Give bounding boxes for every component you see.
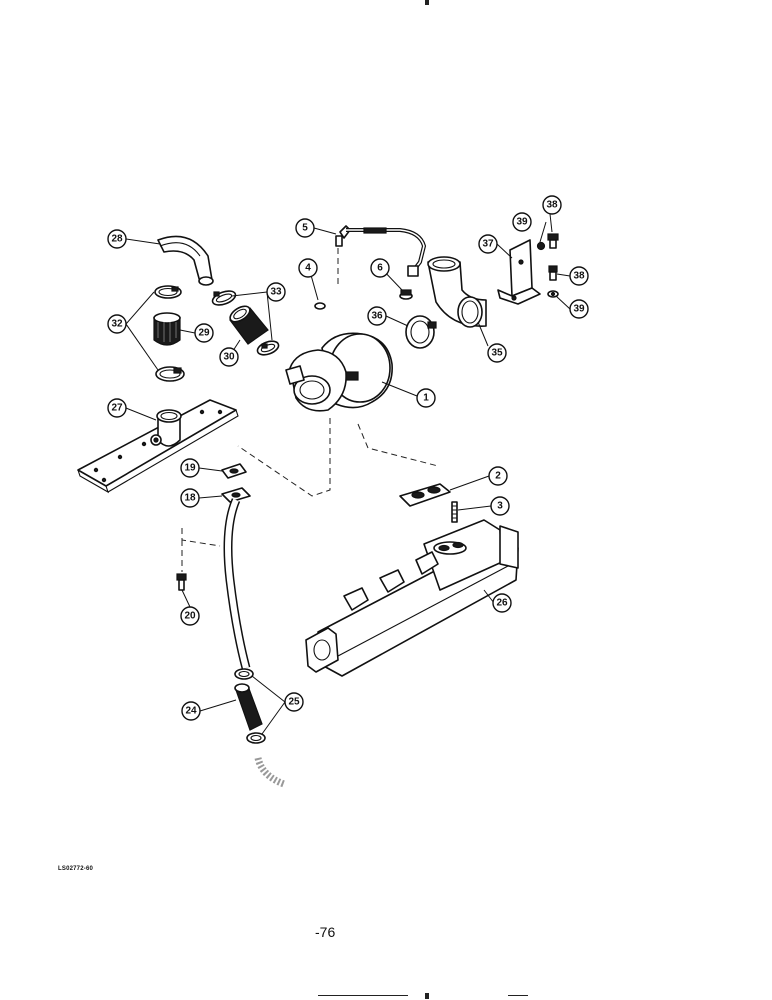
callout-27: 27	[107, 398, 127, 418]
hose-clamp-25b	[246, 732, 266, 744]
callout-28-label: 28	[111, 234, 123, 245]
bolt-20	[176, 573, 187, 591]
callout-29-label: 29	[198, 328, 210, 339]
callout-1-label: 1	[423, 393, 429, 404]
callout-33: 33	[266, 282, 286, 302]
turbocharger	[285, 332, 393, 412]
callout-36: 36	[367, 306, 387, 326]
callout-39b-label: 39	[573, 304, 585, 315]
alignment-lines	[181, 238, 439, 572]
callout-39a: 39	[512, 212, 532, 232]
callout-4: 4	[298, 258, 318, 278]
callout-33-label: 33	[270, 287, 282, 298]
coupling-sleeve	[153, 312, 181, 346]
callout-1: 1	[416, 388, 436, 408]
callout-5-label: 5	[302, 223, 308, 234]
callout-39a-label: 39	[516, 217, 528, 228]
callout-3-label: 3	[497, 501, 503, 512]
drain-hose	[234, 683, 263, 731]
callout-35-label: 35	[491, 348, 503, 359]
callout-32-label: 32	[111, 319, 123, 330]
callout-38b-label: 38	[573, 271, 585, 282]
hose-continuation	[254, 757, 286, 788]
callout-38b: 38	[569, 266, 589, 286]
callout-38a-label: 38	[546, 200, 558, 211]
callout-18-label: 18	[184, 493, 196, 504]
callout-36-label: 36	[371, 311, 383, 322]
v-band-clamp	[405, 315, 437, 349]
callout-24: 24	[181, 701, 201, 721]
hose	[229, 305, 269, 345]
exhaust-elbow	[427, 256, 487, 328]
callout-2: 2	[488, 466, 508, 486]
hose-clamp-lower	[155, 366, 185, 382]
callout-6-label: 6	[377, 263, 383, 274]
callout-39b: 39	[569, 299, 589, 319]
stud	[451, 501, 458, 523]
callout-2-label: 2	[495, 471, 501, 482]
callout-6: 6	[370, 258, 390, 278]
oil-drain-tube	[221, 487, 251, 670]
callout-32: 32	[107, 314, 127, 334]
callout-24-label: 24	[185, 706, 197, 717]
callout-20: 20	[180, 606, 200, 626]
intake-manifold	[77, 399, 239, 494]
washer	[314, 302, 326, 310]
scan-mark-bottom-line	[318, 995, 408, 996]
hose-clamp-25a	[234, 668, 254, 680]
callout-3: 3	[490, 496, 510, 516]
scan-mark-bottom	[425, 993, 429, 999]
callout-37-label: 37	[482, 239, 494, 250]
callout-27-label: 27	[111, 403, 123, 414]
fitting	[399, 289, 413, 300]
bolt-38b	[548, 265, 558, 281]
callout-30-label: 30	[223, 352, 235, 363]
hose-clamp-upper	[154, 285, 182, 299]
oil-supply-line	[335, 225, 427, 277]
callout-20-label: 20	[184, 611, 196, 622]
hose-clamp-33a	[211, 290, 237, 306]
callout-25-label: 25	[288, 697, 300, 708]
figure-reference: LS02772-60	[58, 866, 94, 872]
callout-38a: 38	[542, 195, 562, 215]
elbow-hose	[157, 235, 214, 286]
drain-gasket	[221, 463, 247, 479]
exhaust-manifold	[305, 519, 519, 677]
callout-28: 28	[107, 229, 127, 249]
callout-29: 29	[194, 323, 214, 343]
callout-19: 19	[180, 458, 200, 478]
nut-39a	[536, 241, 546, 251]
turbo-gasket	[399, 483, 451, 507]
page-number: -76	[315, 924, 336, 940]
hose-clamp-33b	[256, 340, 280, 356]
callout-5: 5	[295, 218, 315, 238]
callout-4-label: 4	[305, 263, 311, 274]
washer-39b	[547, 290, 559, 298]
bolt-38a	[547, 233, 559, 249]
callout-30: 30	[219, 347, 239, 367]
callout-26-label: 26	[496, 598, 508, 609]
scan-mark-bottom-line-2	[508, 995, 528, 996]
scan-mark-top	[425, 0, 429, 5]
callout-18: 18	[180, 488, 200, 508]
callout-35: 35	[487, 343, 507, 363]
callout-25: 25	[284, 692, 304, 712]
leader-lines	[125, 204, 571, 735]
callout-37: 37	[478, 234, 498, 254]
mounting-bracket	[497, 239, 541, 305]
callout-19-label: 19	[184, 463, 196, 474]
callout-26: 26	[492, 593, 512, 613]
